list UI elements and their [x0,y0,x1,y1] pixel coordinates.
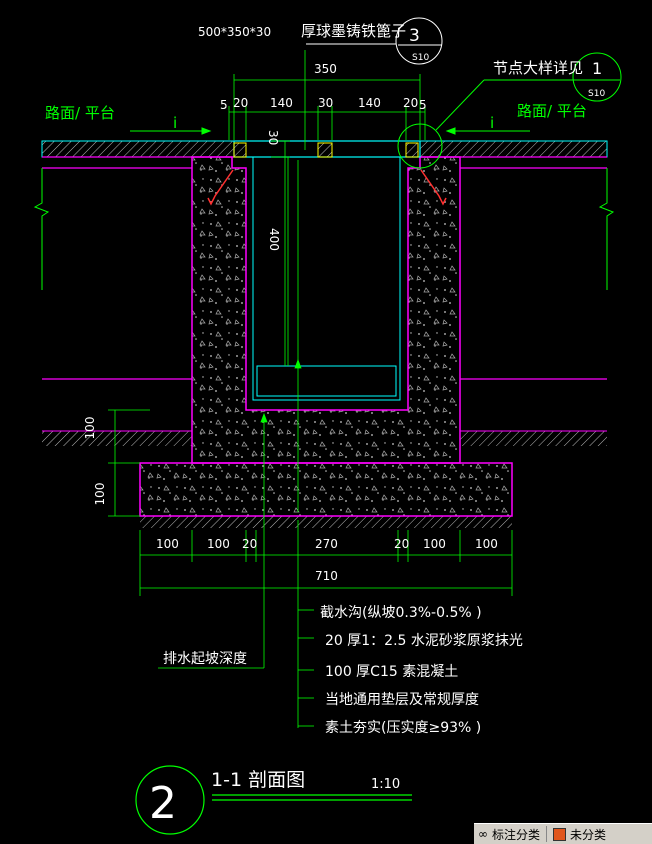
note-4: 素土夯实(压实度≥93% ) [325,720,481,736]
note-3: 当地通用垫层及常规厚度 [325,692,479,708]
dim-bottom-4: 20 [394,537,409,551]
dim-bottom-6: 100 [475,537,498,551]
ref-a-number: 3 [409,26,420,46]
notes-leader [158,358,314,727]
channel-body [139,156,513,517]
dim-bottom-2: 20 [242,537,257,551]
slope-arrows [130,127,530,135]
dim-top-0: 5 [220,98,228,112]
status-item2-label: 未分类 [570,827,607,842]
slope-symbol-right: i [490,114,494,132]
grate-label-text: 厚球墨铸铁篦子 [301,22,406,40]
title-text: 1-1 剖面图 [211,769,305,791]
dim-top-5: 20 [403,96,418,110]
dim-grate-thickness: 30 [266,130,280,145]
detail-callouts [306,17,622,169]
dim-depth: 400 [267,228,281,251]
status-uncategorized[interactable]: 未分类 [549,824,610,844]
detail-label-text: 节点大样详见 [493,59,583,77]
ref-b-number: 1 [592,59,602,78]
dim-top-3: 30 [318,96,333,110]
status-item1-label: 标注分类 [492,827,541,842]
road-left-label: 路面/ 平台 [45,104,115,122]
bottom-dimensions [108,409,513,596]
dim-left-100a: 100 [83,417,97,440]
road-slab [41,140,608,432]
slope-symbol-left: i [173,114,177,132]
color-swatch [553,827,567,841]
dim-bottom-3: 270 [315,537,338,551]
ref-b-sheet: S10 [588,89,605,99]
dim-top-total: 350 [314,62,337,76]
note-1: 20 厚1：2.5 水泥砂浆原浆抹光 [325,633,523,649]
note-0: 截水沟(纵坡0.3%-0.5% ) [320,605,482,621]
dim-top-2: 140 [270,96,293,110]
title-block [135,765,412,835]
grate [233,140,421,158]
grate-size-text: 500*350*30 [198,25,271,39]
dim-left-100b: 100 [93,483,107,506]
title-scale: 1:10 [371,777,400,792]
top-dimensions [228,74,426,366]
status-separator [546,826,548,842]
dim-top-4: 140 [358,96,381,110]
title-number: 2 [149,778,177,829]
status-bar: ∞ 标注分类 未分类 [474,823,652,844]
break-lines [33,168,615,290]
dim-top-6: 5 [419,98,427,112]
center-lines [263,50,306,728]
layers-icon: ∞ [478,827,488,841]
dim-bottom-5: 100 [423,537,446,551]
dim-top-1: 20 [233,96,248,110]
anchor-bars [207,169,447,206]
dim-bottom-1: 100 [207,537,230,551]
note-2: 100 厚C15 素混凝土 [325,664,458,680]
soil-hatch [42,431,607,528]
drain-slope-label: 排水起坡深度 [163,651,247,667]
status-annotation-category[interactable]: ∞ 标注分类 [474,824,544,844]
road-right-label: 路面/ 平台 [517,102,587,120]
inner-lining [234,140,420,401]
dim-bottom-0: 100 [156,537,179,551]
ref-a-sheet: S10 [412,53,429,63]
dim-bottom-total: 710 [315,569,338,583]
